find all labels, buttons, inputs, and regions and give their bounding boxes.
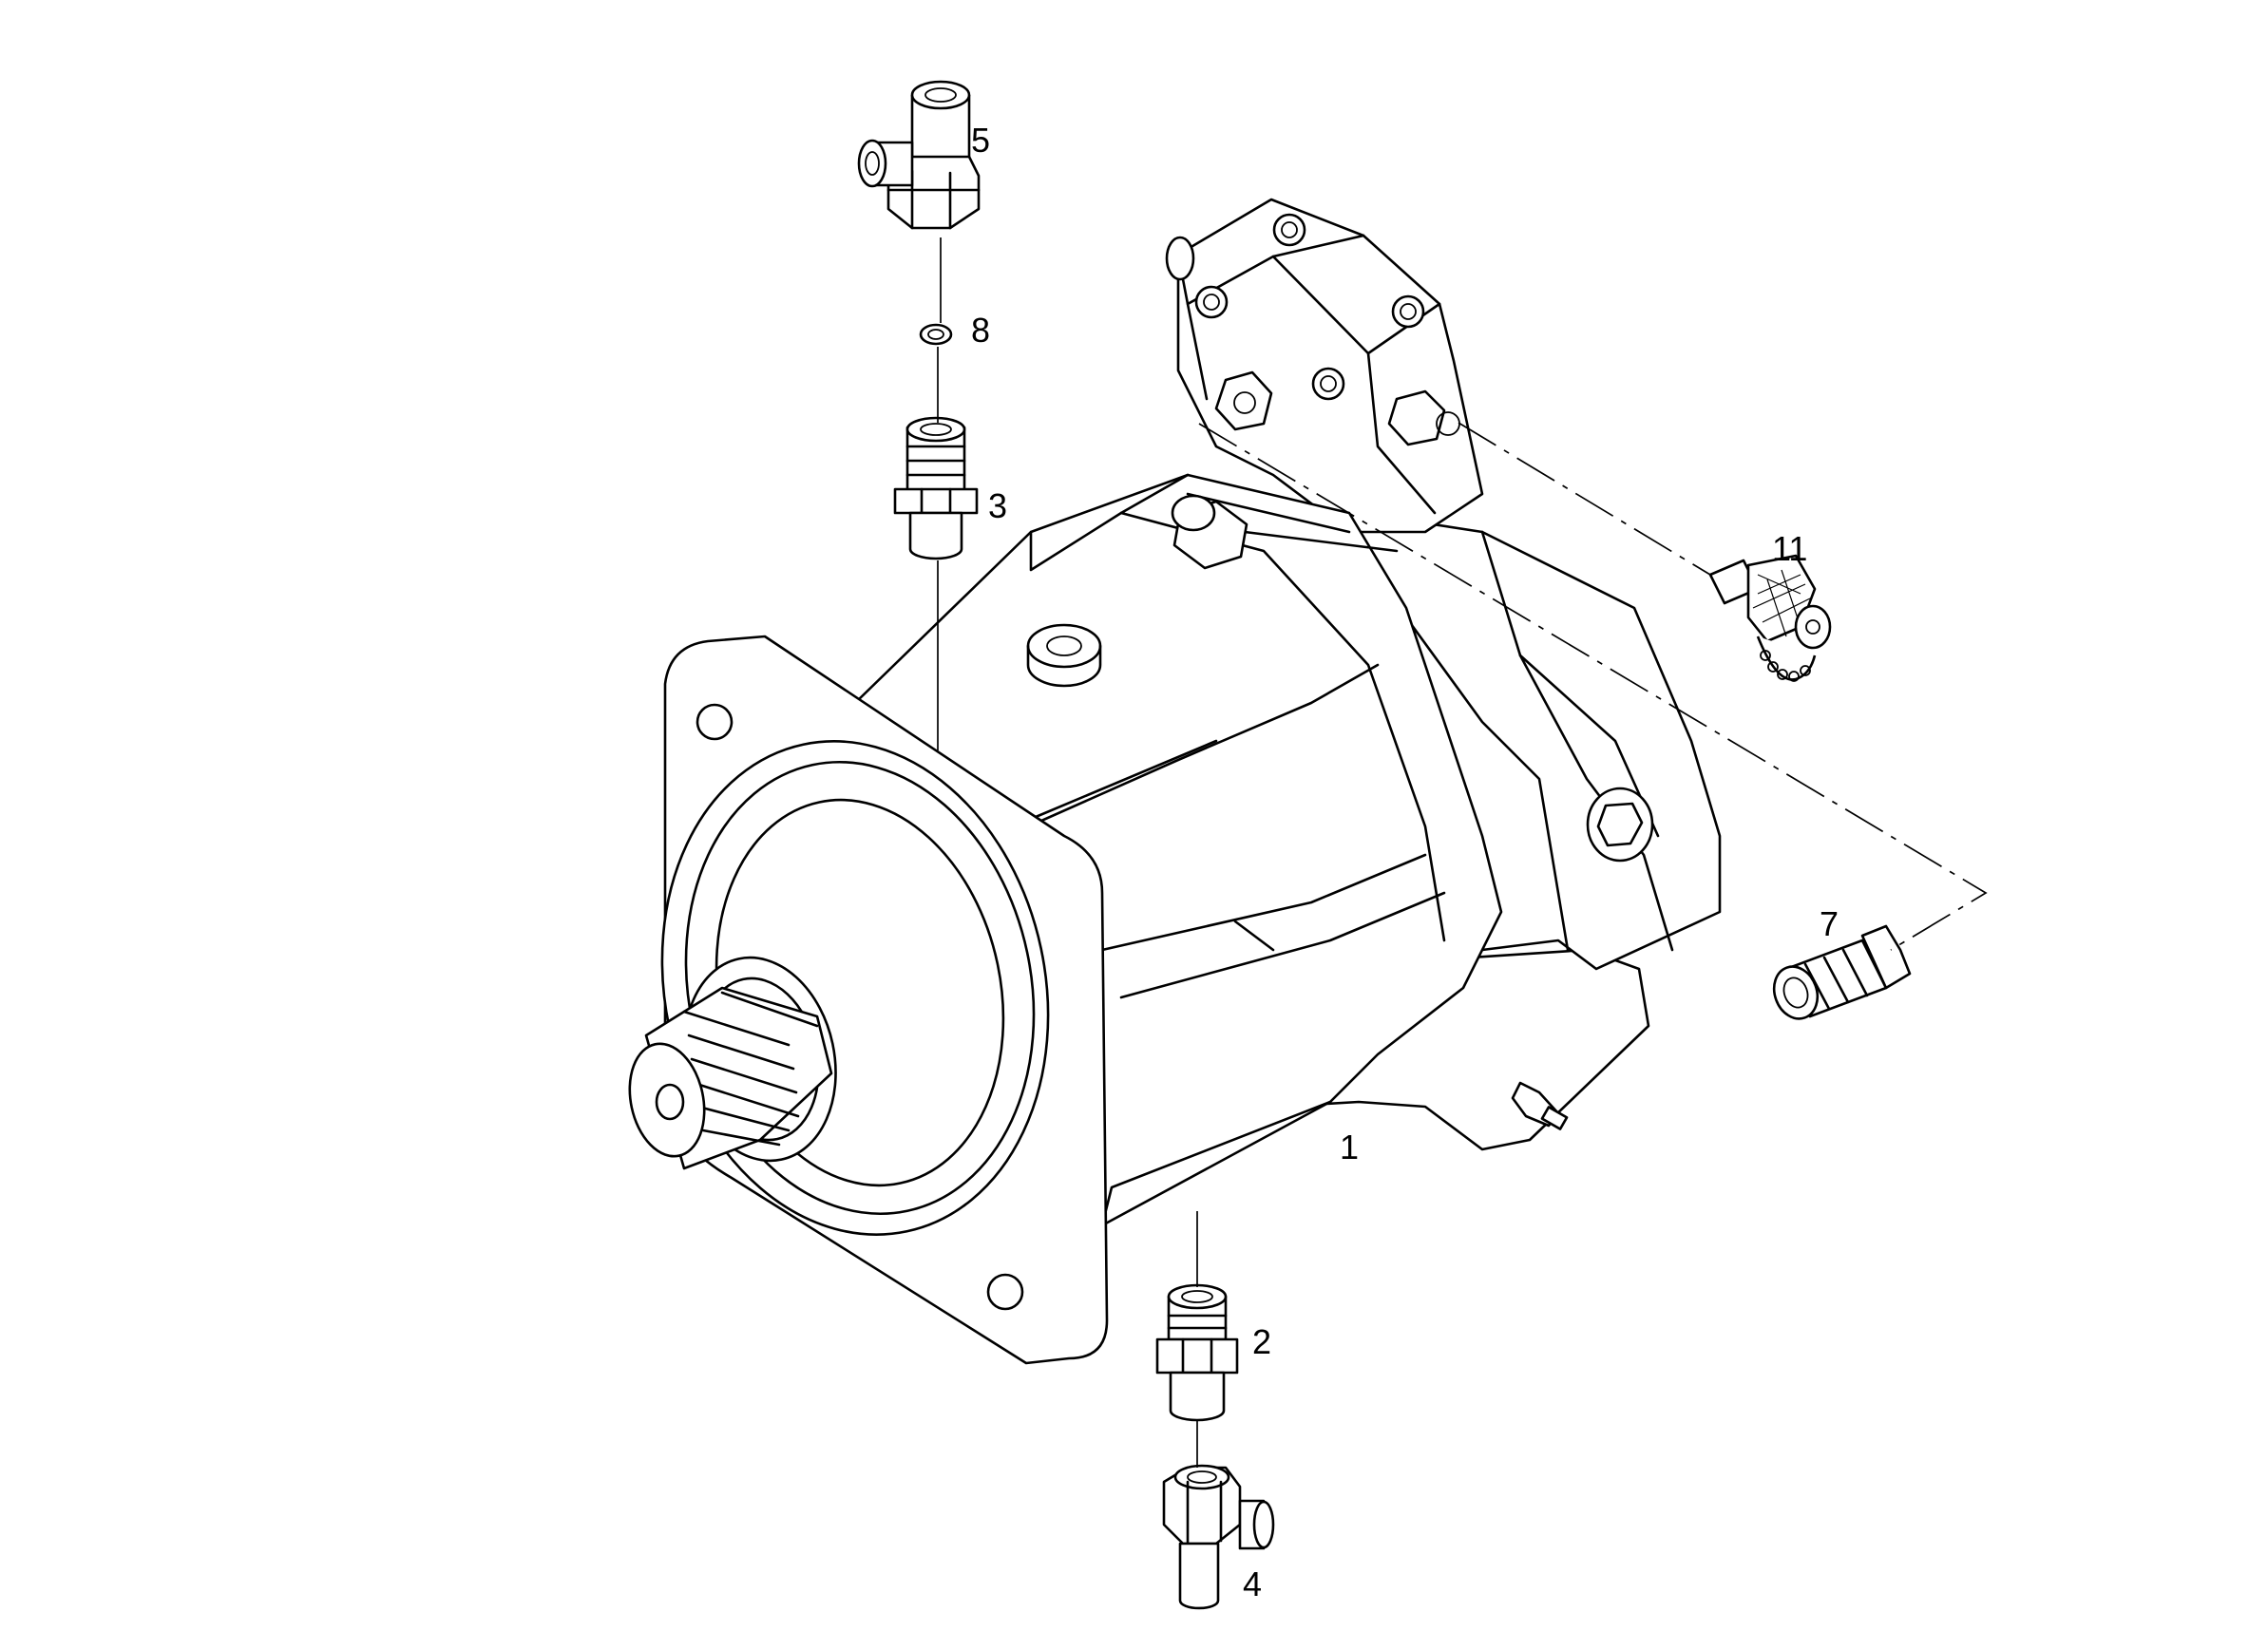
leader-line-11	[1458, 422, 1711, 576]
adapter-fitting-top-icon	[893, 416, 979, 560]
seal-ring-icon	[919, 323, 953, 346]
callout-3: 3	[988, 486, 1007, 525]
adapter-fitting-right-icon	[1772, 924, 1912, 1020]
leader-lines	[937, 237, 1988, 1468]
tee-fitting-top-icon	[857, 80, 981, 230]
adapter-fitting-bottom-icon	[1155, 1283, 1239, 1422]
callout-11: 11	[1772, 529, 1807, 568]
hydraulic-motor-icon	[628, 198, 1722, 1365]
test-coupling-icon	[1708, 554, 1832, 682]
callout-1: 1	[1340, 1128, 1359, 1166]
callout-4: 4	[1243, 1565, 1262, 1603]
tee-fitting-bottom-icon	[1162, 1464, 1275, 1610]
callout-2: 2	[1252, 1322, 1271, 1361]
callout-8: 8	[971, 311, 990, 350]
callout-5: 5	[971, 121, 990, 160]
callout-7: 7	[1820, 904, 1839, 943]
leader-line-7	[1198, 423, 1988, 951]
